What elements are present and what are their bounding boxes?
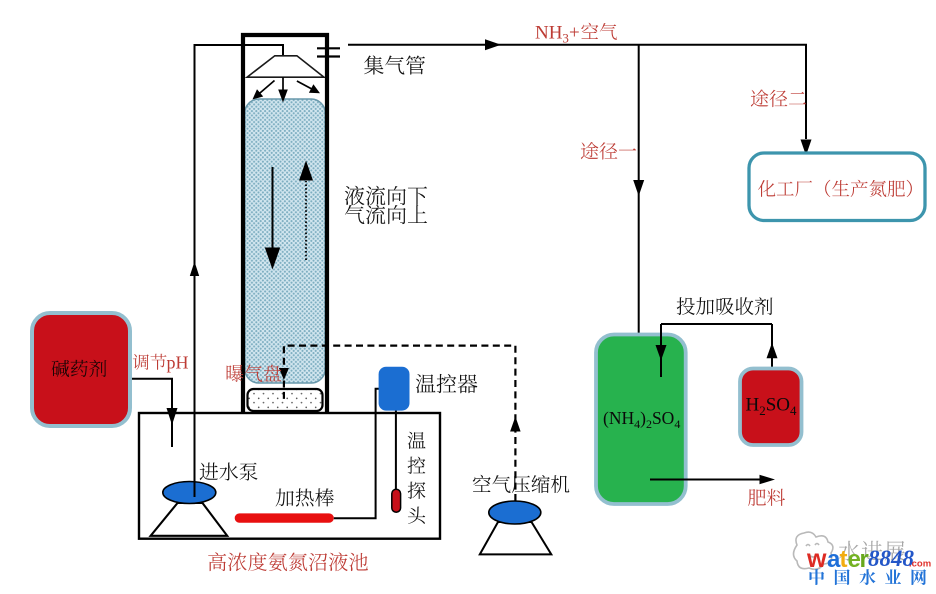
svg-text:(NH4)2SO4: (NH4)2SO4 (603, 408, 680, 431)
svg-text:w: w (806, 545, 827, 573)
svg-text:H2SO4: H2SO4 (746, 395, 798, 419)
svg-text:+: + (569, 23, 580, 44)
svg-text:r: r (860, 546, 869, 573)
svg-text:3: 3 (562, 31, 569, 46)
svg-text:NH: NH (535, 23, 563, 44)
svg-text:e: e (848, 546, 861, 573)
svg-text:a: a (827, 546, 841, 573)
svg-text:8848: 8848 (868, 546, 915, 571)
svg-text:pH: pH (167, 353, 189, 373)
svg-text:t: t (840, 546, 848, 573)
svg-text:.com: .com (909, 559, 931, 570)
